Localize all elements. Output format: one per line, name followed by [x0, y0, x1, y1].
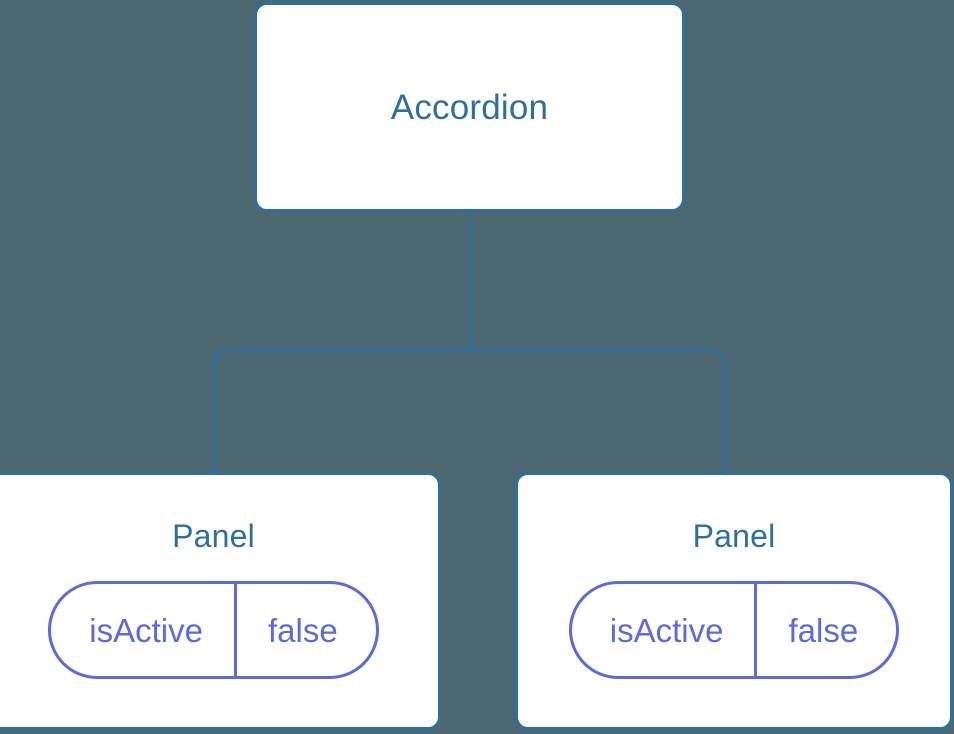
prop-key-label: isActive — [572, 584, 758, 676]
prop-pill-isactive-left[interactable]: isActive false — [48, 581, 379, 679]
prop-pill-isactive-right[interactable]: isActive false — [568, 581, 900, 679]
prop-value-label: false — [788, 611, 859, 649]
edge-to-panel-right — [470, 348, 727, 472]
node-panel-left-title: Panel — [172, 518, 255, 554]
node-accordion[interactable]: Accordion — [254, 2, 685, 212]
node-panel-right[interactable]: Panel isActive false — [515, 472, 953, 730]
prop-key-label: isActive — [51, 584, 237, 676]
node-panel-left[interactable]: Panel isActive false — [0, 472, 441, 730]
node-panel-right-title: Panel — [692, 518, 776, 554]
edge-to-panel-left — [212, 348, 470, 472]
prop-value-label: false — [267, 611, 338, 649]
node-accordion-title: Accordion — [390, 87, 549, 127]
